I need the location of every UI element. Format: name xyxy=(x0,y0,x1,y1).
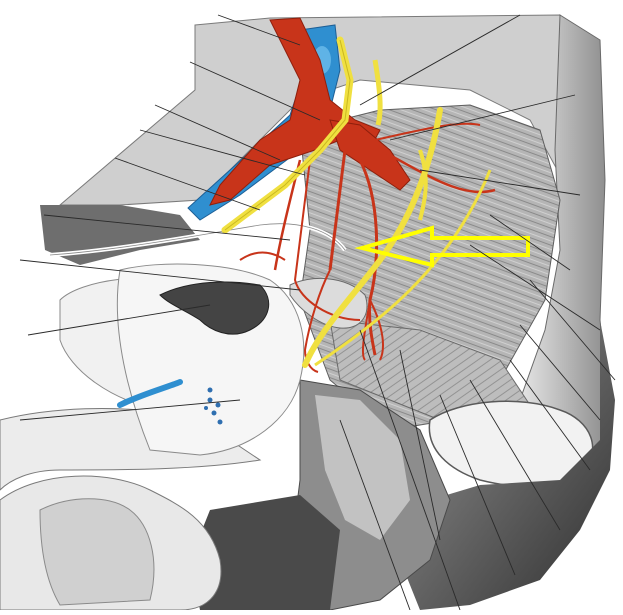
leader-line-20 xyxy=(359,329,461,611)
scrotum-inner-shadow xyxy=(39,498,155,606)
leader-line-6 xyxy=(43,214,291,241)
leader-lines xyxy=(19,14,616,611)
leader-line-2 xyxy=(189,61,321,121)
artery-branch-9 xyxy=(303,269,331,373)
pudendal-nerve xyxy=(314,169,492,367)
highlight-arrow xyxy=(354,225,530,268)
leader-line-7 xyxy=(19,259,301,291)
sacral-nerve-1 xyxy=(372,59,383,126)
leader-line-17 xyxy=(509,359,591,471)
artery-branch-8 xyxy=(239,251,286,261)
nerves xyxy=(221,36,492,368)
obturator-nerve-edge xyxy=(224,39,351,231)
leader-line-21 xyxy=(399,349,441,541)
leader-line-12 xyxy=(419,169,581,196)
anterior-structures xyxy=(0,221,368,611)
buttock-shadow xyxy=(190,495,340,610)
leader-line-5 xyxy=(114,157,261,211)
artery-branch-6 xyxy=(293,159,361,321)
leader-line-1 xyxy=(217,14,301,46)
leader-line-8 xyxy=(27,304,211,336)
rectum-lumen xyxy=(159,281,270,335)
perineal-highlight xyxy=(315,395,410,540)
leader-line-22 xyxy=(339,419,411,611)
leader-line-14 xyxy=(469,244,601,331)
arteries xyxy=(209,17,496,373)
sacral-plexus-trunk xyxy=(302,107,443,368)
artery-branch-1 xyxy=(328,149,347,271)
left-wall-shadow xyxy=(40,205,200,265)
leader-line-4 xyxy=(139,129,306,176)
leader-line-13 xyxy=(489,214,571,271)
leader-line-19 xyxy=(439,394,516,576)
sciatic-nerve-branch xyxy=(418,149,428,221)
leader-line-9 xyxy=(19,399,241,421)
leader-line-10 xyxy=(359,14,521,106)
blue-glands xyxy=(204,387,223,425)
leader-line-18 xyxy=(469,379,561,531)
gluteal-muscle-mass xyxy=(400,320,615,610)
common-iliac-artery xyxy=(209,17,381,206)
leader-line-15 xyxy=(529,279,616,381)
ductus-deferens-outline xyxy=(49,223,346,256)
artery-branch-3 xyxy=(379,148,496,194)
leader-line-11 xyxy=(389,94,576,141)
seminal-vesicle xyxy=(289,277,368,329)
artery-branch-2 xyxy=(358,159,379,356)
urethra-blue xyxy=(117,379,183,408)
leader-line-3 xyxy=(154,104,281,161)
leader-line-16 xyxy=(519,324,601,421)
